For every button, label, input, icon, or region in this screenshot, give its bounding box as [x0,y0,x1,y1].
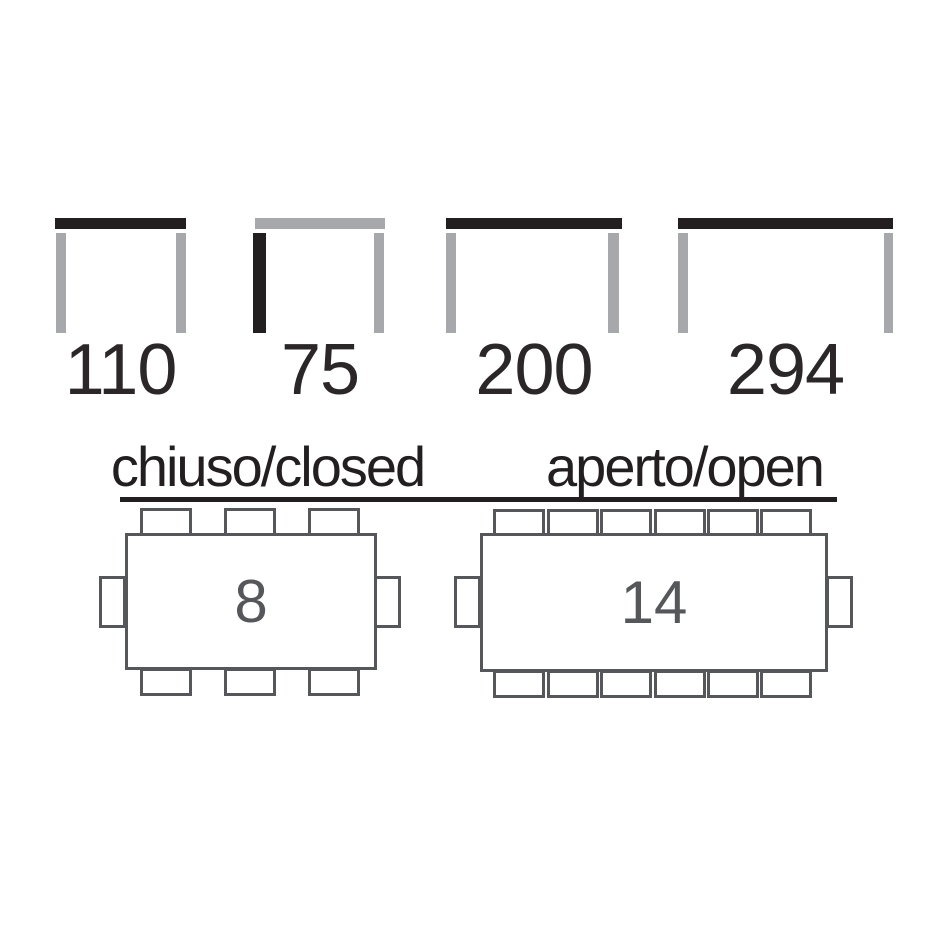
chair [760,670,812,698]
table-leg-icon [884,233,893,333]
chair [224,508,276,536]
open-seat-count: 14 [620,568,688,636]
tabletop-bar-icon [255,218,385,229]
chair [547,509,599,537]
open-table-top-view: 14 [480,533,828,672]
chair [140,668,192,696]
chair [140,508,192,536]
chair [547,670,599,698]
chair [600,670,652,698]
chair [826,576,853,628]
closed-heading: chiuso/closed [110,435,426,498]
tabletop-bar-icon [678,218,893,229]
table-leg-icon [56,233,66,333]
table-leg-icon [374,233,384,333]
chair [454,576,481,628]
tabletop-bar-icon [55,218,186,229]
chair [224,668,276,696]
chair [707,670,759,698]
closed-seat-count: 8 [234,567,268,635]
chair [707,509,759,537]
heading-underline [120,497,837,502]
closed-table-top-view: 8 [125,533,377,670]
dimension-label-75: 75 [280,330,360,410]
dimension-label-110: 110 [64,330,178,410]
table-leg-icon [608,233,619,333]
chair [760,509,812,537]
chair [308,668,360,696]
chair [374,576,401,628]
dimension-label-200: 200 [475,330,593,410]
table-leg-icon [446,233,456,333]
table-leg-icon [176,233,186,333]
table-leg-icon [678,233,688,333]
tabletop-bar-icon [446,218,622,229]
table-leg-icon [253,233,266,333]
chair [99,576,126,628]
chair [308,508,360,536]
dimension-label-294: 294 [726,330,845,410]
chair [493,670,545,698]
chair [654,670,706,698]
open-heading: aperto/open [546,435,825,498]
